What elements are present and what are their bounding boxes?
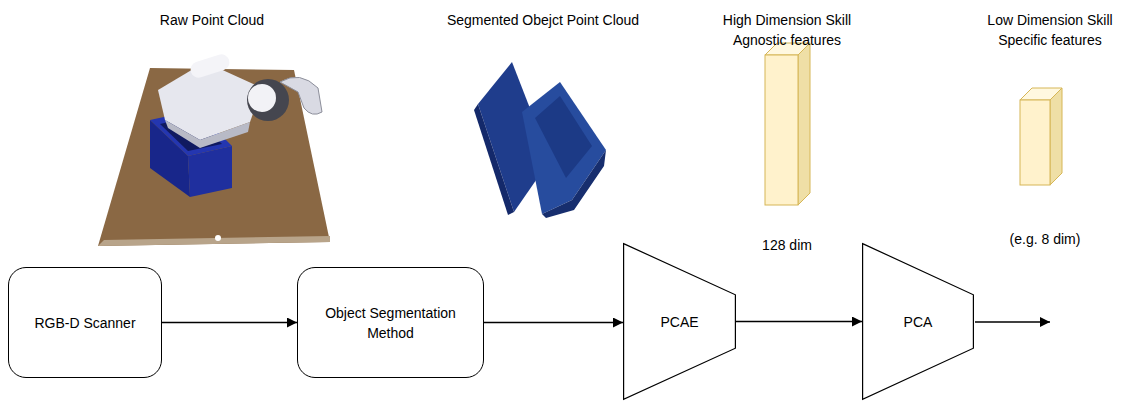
output-arrow [975,321,1050,322]
segmented-object [474,62,606,218]
low-dim-feature-block [1020,88,1062,185]
figure-label: Low Dimension Skill Specific features [975,10,1125,50]
trapezoid-outline [624,244,736,400]
robot-link [189,52,232,80]
bin-side [188,146,232,197]
node-text-group: RGB-D Scanner [16,313,153,333]
figure-label: Segmented Obejct Point Cloud [413,10,673,30]
block-front [1020,100,1050,185]
raw-point-cloud [98,52,330,246]
table-edge [98,236,330,246]
node-text: PCAE [660,312,698,332]
high-dim-feature-block [765,43,810,205]
robot-joint-ring [248,84,276,112]
figure-label: High Dimension Skill Agnostic features [712,10,862,50]
block-front [765,55,798,205]
flow-arrow [162,322,297,323]
node-text: PCA [904,312,933,332]
node-text-group: PCAE [642,312,716,332]
object-slab-edge [474,104,514,215]
encoder-trapezoid: PCAE [623,243,736,400]
process-box: RGB-D Scanner [8,267,162,378]
node-text: Object Segmentation Method [316,303,465,343]
process-box: Object Segmentation Method [297,267,484,378]
node-text-group: PCA [886,312,951,332]
figure-label: Raw Point Cloud [102,10,322,30]
object-box-inner [535,96,592,178]
block-side [798,43,810,205]
figure-label: (e.g. 8 dim) [990,229,1100,249]
encoder-trapezoid: PCA [862,243,974,400]
block-side [1050,88,1062,185]
stray-point [215,235,221,241]
flow-arrow [484,322,623,323]
node-text: RGB-D Scanner [34,313,135,333]
robot-joint [247,79,289,121]
flow-arrow [736,321,862,322]
figure-label: 128 dim [737,235,837,255]
node-text-group: Object Segmentation Method [298,303,483,343]
trapezoid-outline [863,244,974,400]
gripper [280,77,322,114]
robot-arm-shade [165,120,250,148]
object-box [522,82,606,214]
